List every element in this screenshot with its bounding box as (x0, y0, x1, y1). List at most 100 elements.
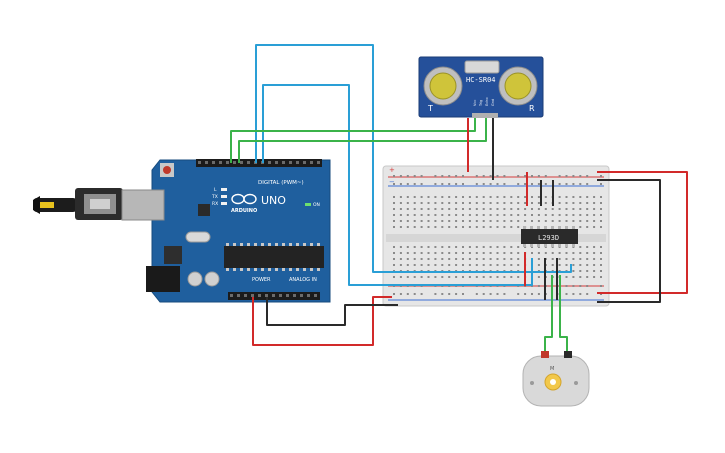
breadboard-hole (565, 252, 568, 254)
breadboard-hole (413, 196, 416, 198)
wire-blue-echo[interactable] (262, 84, 533, 286)
breadboard-hole (448, 175, 451, 177)
breadboard-hole (434, 208, 437, 210)
l293d-pin (523, 244, 526, 247)
transmitter-mesh (429, 72, 457, 100)
breadboard-hole (496, 208, 499, 210)
wire-green-sensor-1[interactable] (230, 118, 476, 163)
dc-motor[interactable]: M (522, 351, 590, 407)
sensor-left-mark: T (427, 104, 433, 113)
breadboard-hole (489, 214, 492, 216)
reset-button[interactable] (163, 166, 171, 174)
breadboard-hole (593, 226, 596, 228)
wire-green-motor-2[interactable] (559, 275, 568, 352)
breadboard-hole (600, 258, 602, 260)
breadboard-hole (503, 183, 506, 185)
breadboard-hole (434, 252, 437, 254)
voltage-regulator (164, 246, 182, 264)
wire-black-rail-link[interactable] (597, 179, 661, 303)
microcontroller-pins (226, 243, 320, 271)
breadboard-hole (593, 252, 596, 254)
breadboard-hole (462, 196, 464, 198)
l293d-pin (572, 244, 575, 247)
header-pin (272, 294, 275, 297)
breadboard-hole (544, 252, 547, 254)
breadboard-hole (475, 252, 478, 254)
breadboard-hole (482, 252, 485, 254)
breadboard-hole (399, 214, 402, 216)
breadboard-hole (448, 246, 451, 248)
breadboard-hole (448, 202, 451, 204)
wire-green-motor-1[interactable] (544, 275, 553, 352)
breadboard-hole (455, 196, 458, 198)
breadboard-hole (434, 175, 437, 177)
breadboard-hole (551, 220, 554, 222)
breadboard-hole (475, 208, 478, 210)
breadboard-hole (572, 202, 575, 204)
breadboard-hole (586, 258, 589, 260)
usb-interface-chip (198, 204, 210, 216)
breadboard-hole (579, 258, 582, 260)
breadboard-hole (572, 293, 575, 295)
breadboard-hole (399, 258, 402, 260)
wire-blue-trig[interactable] (255, 44, 572, 273)
breadboard-hole (462, 214, 464, 216)
breadboard-hole (448, 208, 451, 210)
breadboard-hole (496, 252, 499, 254)
breadboard-hole (544, 202, 547, 204)
header-pin (205, 161, 208, 164)
breadboard-hole (455, 208, 458, 210)
atmega-microcontroller (224, 246, 324, 268)
breadboard-hole (517, 252, 520, 254)
breadboard-hole (420, 226, 423, 228)
breadboard-hole (600, 202, 602, 204)
wire-black-gnd[interactable] (266, 297, 398, 326)
breadboard-hole (406, 220, 409, 222)
hc-sr04-sensor[interactable]: HC-SR04 T R Vcc Trig Echo Gnd (418, 56, 544, 118)
breadboard-hole (531, 202, 533, 204)
breadboard-hole (558, 214, 561, 216)
breadboard-hole (413, 276, 416, 278)
breadboard-hole (503, 293, 506, 295)
wire-red-5v[interactable] (252, 296, 392, 346)
breadboard-hole (455, 214, 458, 216)
wire-red-rail-link[interactable] (597, 171, 688, 294)
breadboard-hole (537, 264, 540, 266)
breadboard-hole (489, 202, 492, 204)
header-pin (226, 161, 229, 164)
header-pin (310, 161, 313, 164)
breadboard-hole (565, 285, 568, 287)
breadboard-hole (503, 258, 506, 260)
arduino-uno-board[interactable]: DIGITAL (PWM~) POWER ANALOG IN ARDUINO U… (33, 159, 331, 303)
breadboard-hole (579, 220, 582, 222)
breadboard-hole (600, 264, 602, 266)
header-pin (317, 161, 320, 164)
breadboard-hole (551, 264, 554, 266)
breadboard-hole (517, 293, 520, 295)
breadboard-hole (600, 285, 602, 287)
breadboard-hole (537, 175, 540, 177)
breadboard-hole (489, 226, 492, 228)
breadboard-hole (600, 270, 602, 272)
wire-green-sensor-2[interactable] (238, 118, 487, 163)
breadboard-hole (482, 214, 485, 216)
breadboard-hole (489, 264, 492, 266)
breadboard-hole (434, 293, 437, 295)
breadboard-hole (510, 258, 513, 260)
breadboard-hole (503, 196, 506, 198)
breadboard-hole (482, 183, 485, 185)
header-pin (279, 294, 282, 297)
breadboard-hole (586, 226, 589, 228)
l293d-driver-chip[interactable]: L293D (521, 226, 578, 247)
breadboard-hole (393, 293, 395, 295)
breadboard-hole (572, 208, 575, 210)
usb-b-port (121, 189, 165, 221)
breadboard-hole (579, 270, 582, 272)
breadboard-hole (482, 196, 485, 198)
led-on (305, 203, 311, 206)
header-pin (293, 294, 296, 297)
l293d-pin (544, 244, 547, 247)
l293d-body (521, 229, 578, 244)
usb-cable-boot (33, 198, 77, 212)
microcontroller-pin (247, 243, 250, 246)
